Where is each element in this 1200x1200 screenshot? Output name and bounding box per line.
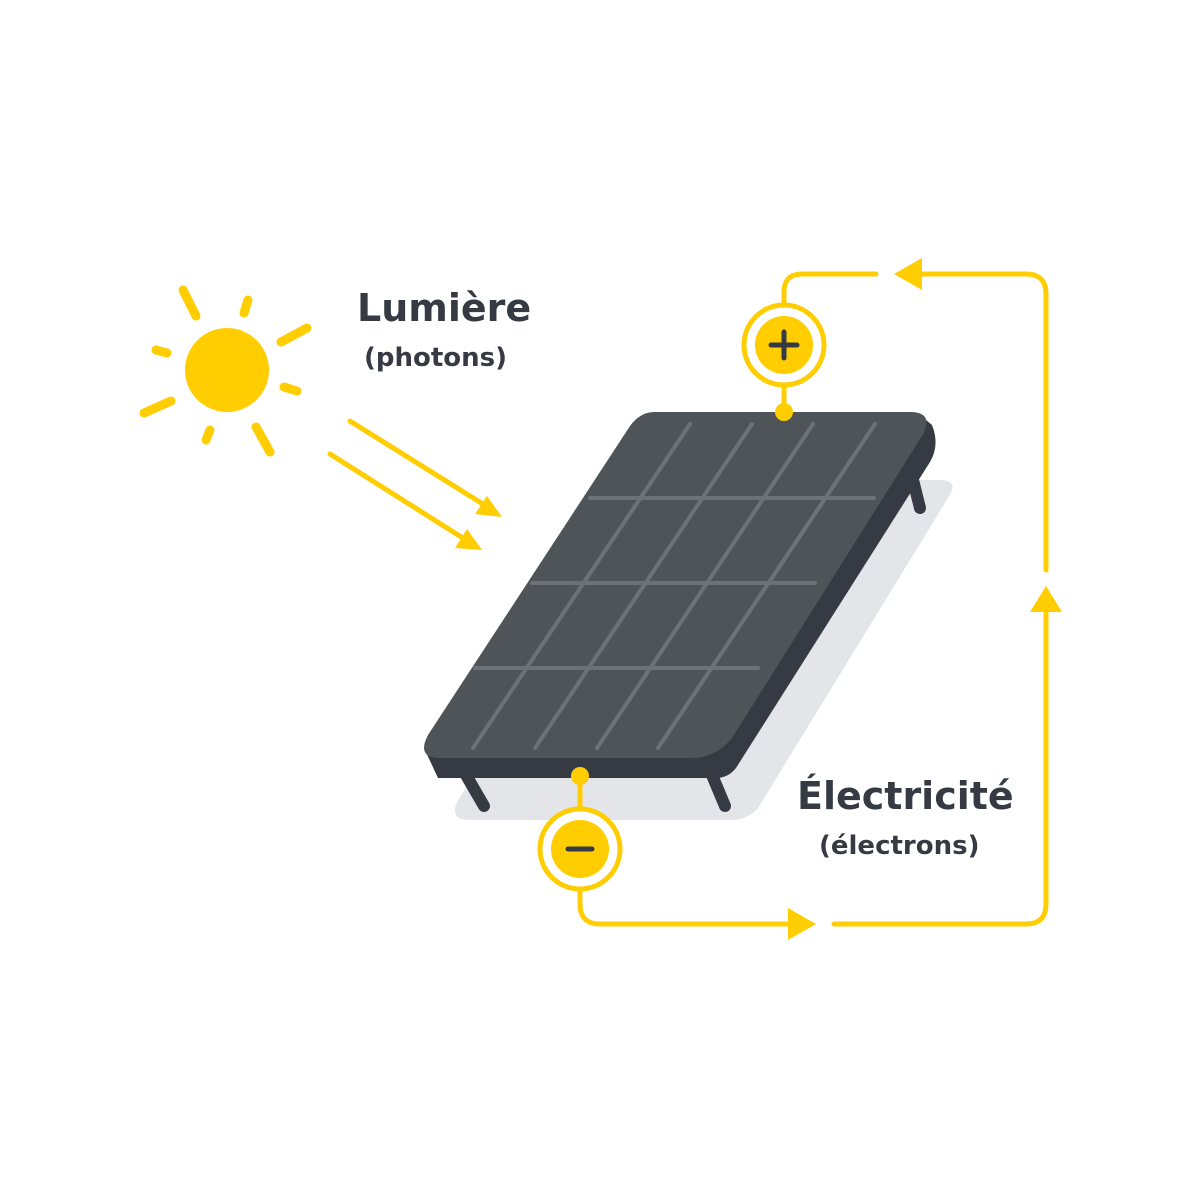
flow-arrows [788,258,1062,940]
arrow-left-icon [894,258,922,290]
arrow-up-icon [1030,586,1062,612]
minus-icon [537,806,623,892]
plus-icon [741,302,827,388]
light-subtitle: (photons) [364,343,508,373]
electricity-subtitle: (électrons) [819,831,980,861]
light-arrows [327,418,502,550]
arrow-right-icon [788,908,816,940]
sun-disc [185,328,269,412]
sun-rays [139,285,312,457]
wire-negative [577,882,793,927]
terminal-dot-negative [571,767,589,785]
wire-positive [781,271,879,315]
electricity-title: Électricité [797,774,1014,818]
panel-grid [471,422,877,750]
wire-return-top [913,271,1049,573]
wire-return-right [831,603,1049,927]
light-title: Lumière [357,286,532,330]
sun-icon [139,285,312,457]
terminal-dot-positive [775,403,793,421]
